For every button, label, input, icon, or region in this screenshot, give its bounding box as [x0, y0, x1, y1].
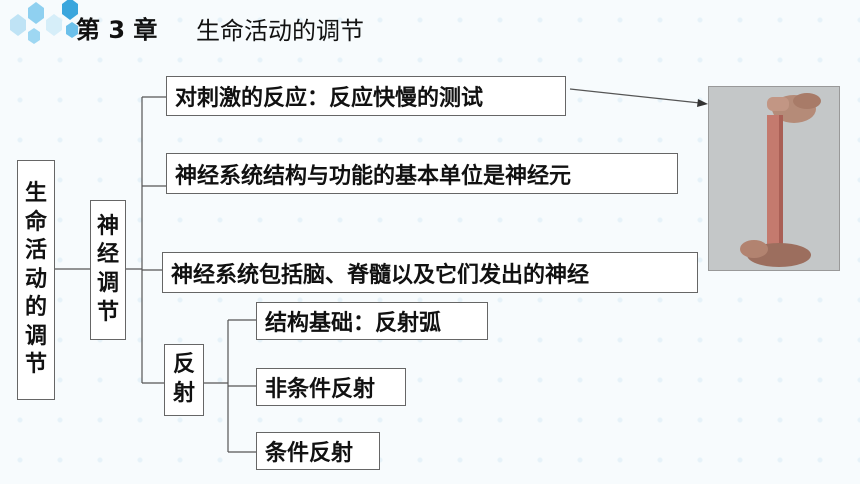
nerve-regulation-box: 神 经 调 节 — [90, 200, 126, 340]
conditioned-reflex-box: 条件反射 — [256, 432, 380, 470]
branch-nervous-system: 神经系统包括脑、脊髓以及它们发出的神经 — [162, 252, 698, 293]
nerve-char: 节 — [96, 299, 119, 325]
branch-stimulus-response: 对刺激的反应：反应快慢的测试 — [166, 76, 566, 116]
root-char: 的 — [24, 295, 47, 321]
root-char: 命 — [24, 209, 47, 235]
reflex-char: 反 — [172, 352, 195, 378]
hexagon-decoration — [10, 0, 78, 44]
nerve-char: 调 — [96, 271, 119, 296]
nerve-char: 神 — [96, 213, 119, 239]
root-box: 生 命 活 动 的 调 节 — [17, 160, 55, 400]
chapter-label: 第 3 章 — [76, 16, 158, 44]
page-title: 生命活动的调节 — [196, 17, 364, 45]
root-char: 活 — [24, 238, 47, 264]
reflex-arc-box: 结构基础：反射弧 — [256, 302, 488, 340]
nerve-char: 经 — [96, 242, 119, 268]
root-char: 节 — [24, 352, 47, 378]
unconditioned-reflex-box: 非条件反射 — [256, 368, 406, 406]
root-char: 调 — [24, 323, 47, 349]
root-char: 动 — [24, 266, 47, 292]
reflex-char: 射 — [172, 381, 195, 406]
branch-neuron-unit: 神经系统结构与功能的基本单位是神经元 — [166, 153, 678, 194]
ruler-drop-test-photo — [708, 86, 840, 271]
reflex-box: 反 射 — [164, 344, 204, 416]
root-char: 生 — [24, 180, 47, 206]
